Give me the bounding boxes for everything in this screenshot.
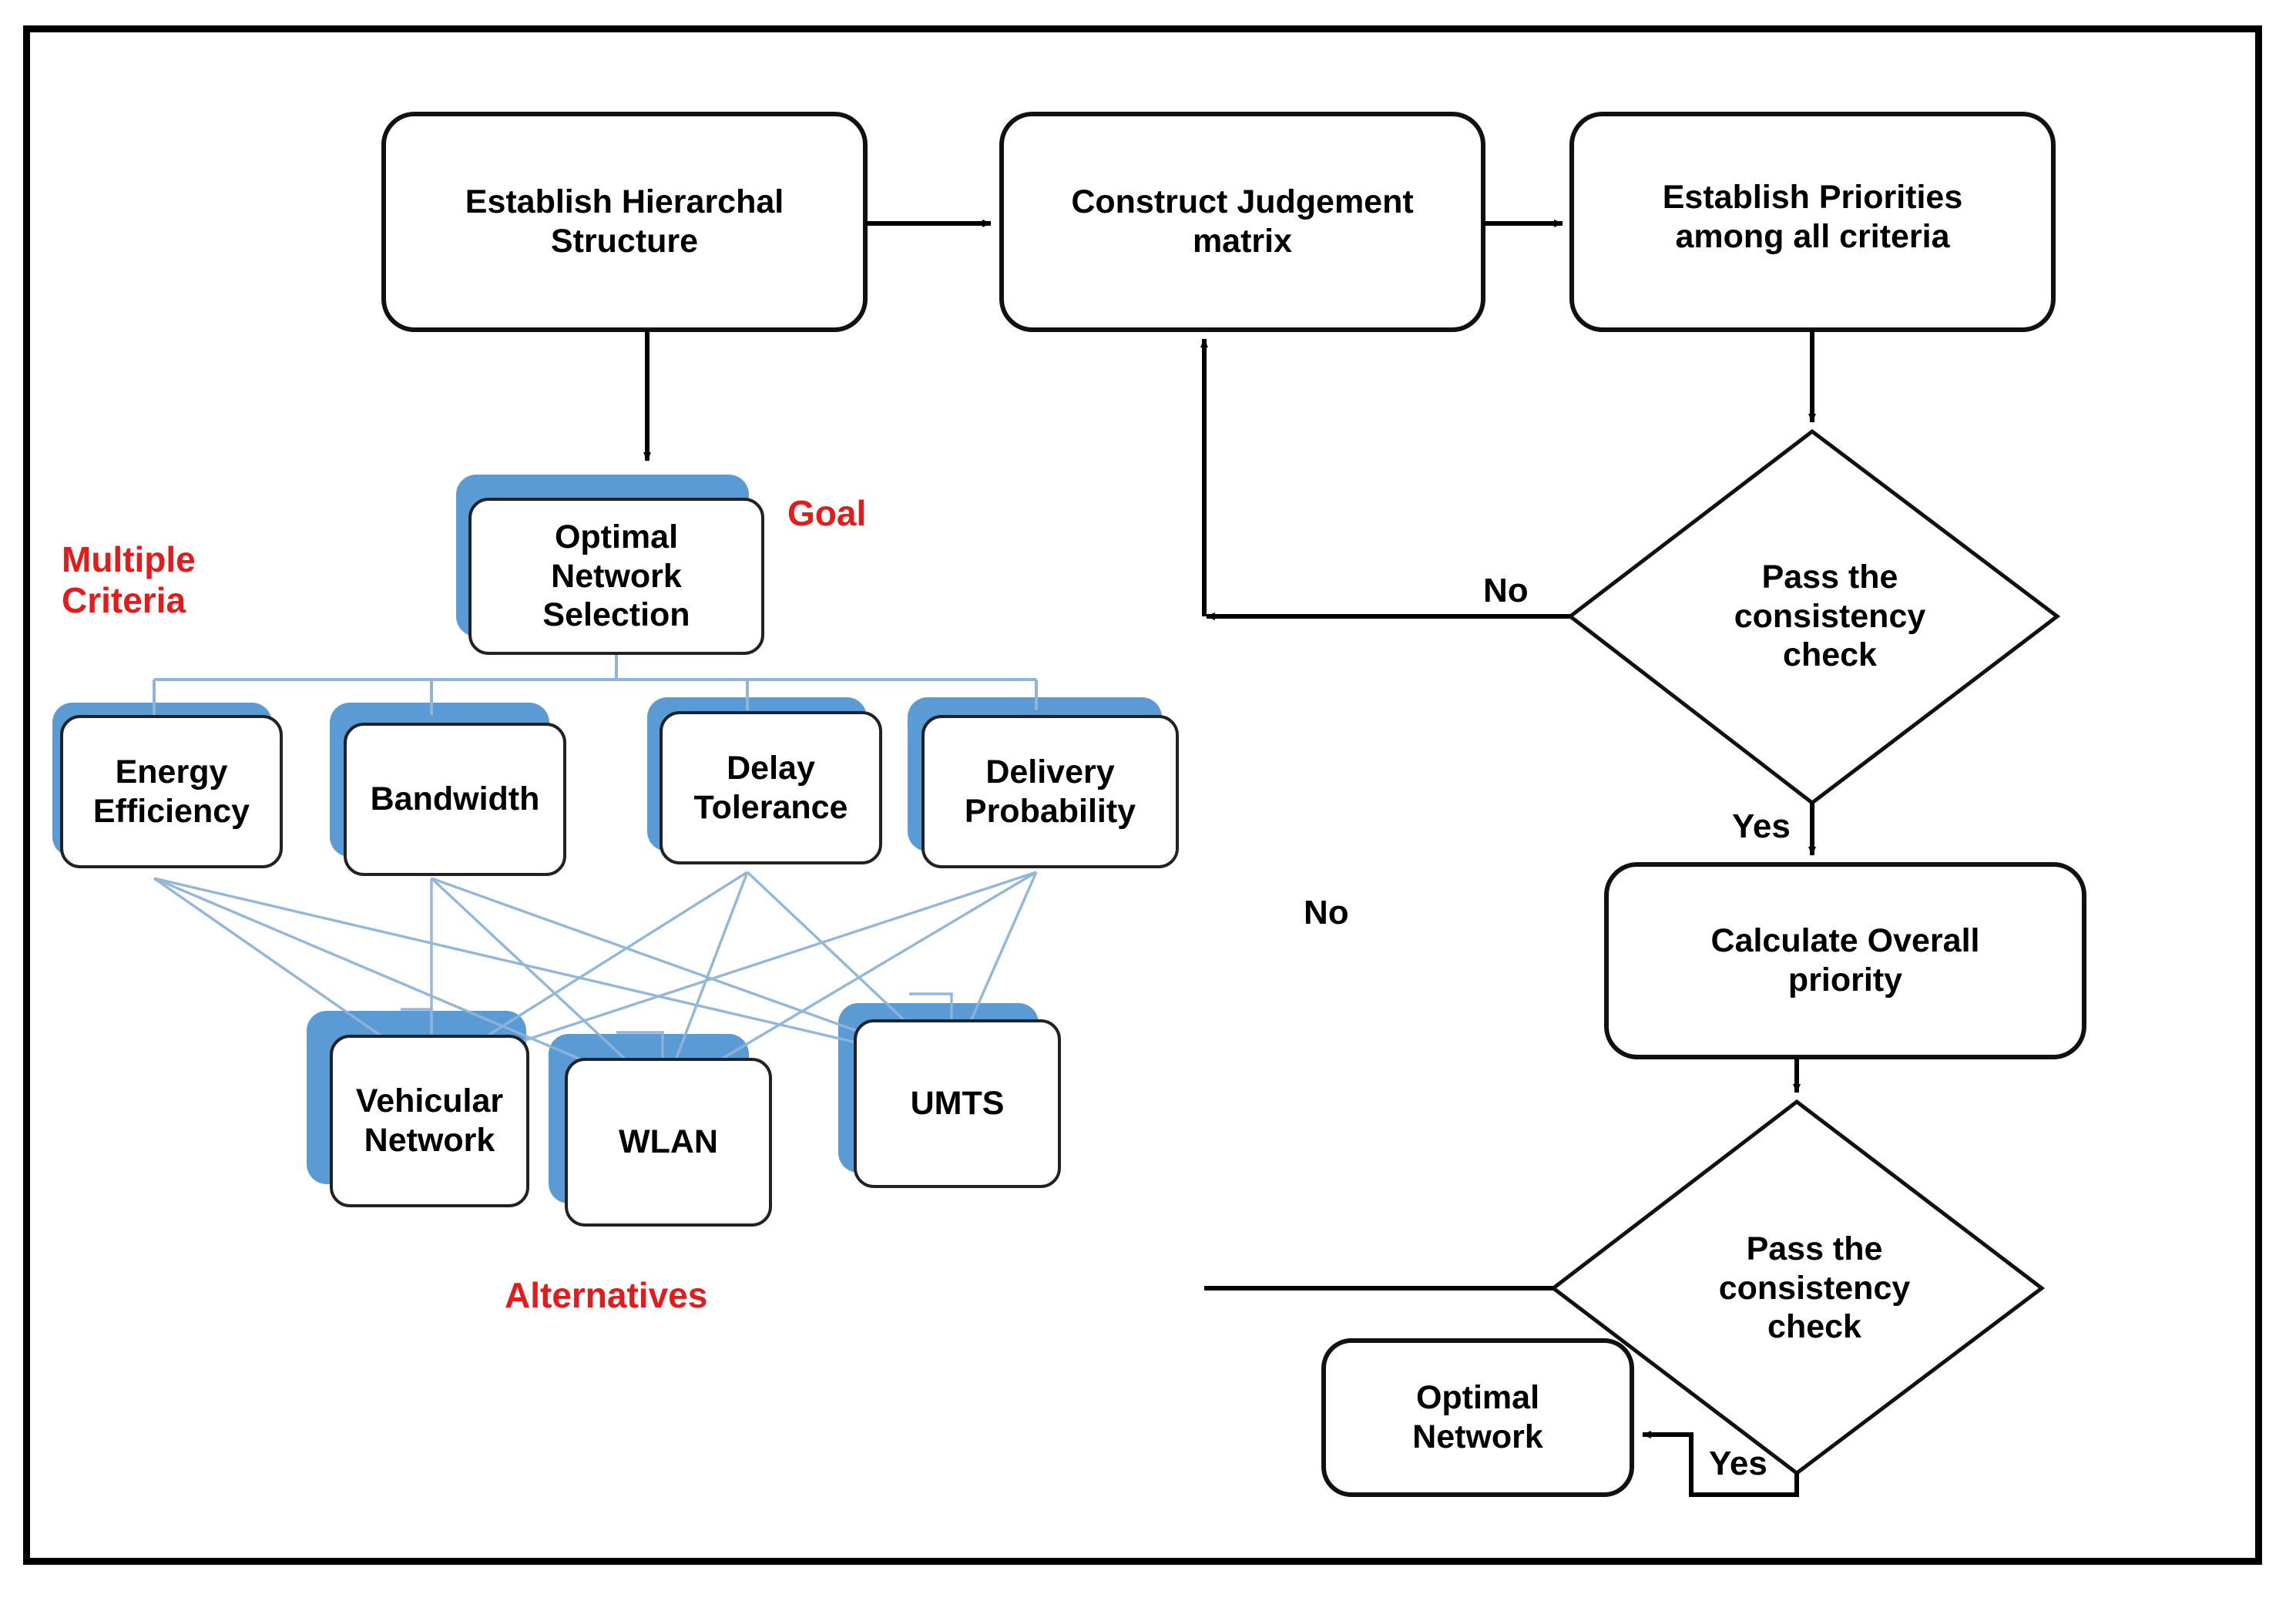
label-calculate-overall-priority: Calculate Overall priority <box>1710 922 1980 999</box>
label-wlan: WLAN <box>619 1123 718 1161</box>
box-wlan <box>565 1058 772 1227</box>
label-establish-priorities: Establish Priorities among all criteria <box>1662 179 1963 255</box>
edge-label-yes-1: Yes <box>1732 807 1791 845</box>
hierarchy-white-boxes <box>60 498 1179 1227</box>
edge-label-no-1: No <box>1483 572 1529 609</box>
goal-to-criteria-connectors <box>153 651 1038 715</box>
box-optimal-network-selection <box>468 498 764 655</box>
annotation-goal: Goal <box>787 493 867 533</box>
box-bandwidth <box>344 723 566 876</box>
label-bandwidth: Bandwidth <box>370 780 540 818</box>
label-optimal-network: Optimal Network <box>1412 1379 1543 1455</box>
box-calculate-overall-priority <box>1604 862 2086 1059</box>
label-construct-judgement-matrix: Construct Judgement matrix <box>1071 183 1414 260</box>
box-delay-tolerance <box>660 711 882 864</box>
label-delivery-probability: Delivery Probability <box>964 753 1136 830</box>
flow-white-boxes <box>381 112 2086 1497</box>
label-energy-efficiency: Energy Efficiency <box>92 753 250 830</box>
arrow-check2-yes-to-optimal <box>1642 1431 1799 1497</box>
box-energy-efficiency <box>60 715 283 868</box>
box-vehicular-network <box>330 1035 529 1207</box>
box-umts <box>854 1019 1061 1188</box>
label-consistency-check-2: Pass the consistency check <box>1718 1230 1911 1346</box>
box-optimal-network <box>1321 1338 1634 1497</box>
annotation-multiple-criteria: Multiple Criteria <box>62 539 196 620</box>
label-umts: UMTS <box>910 1085 1005 1123</box>
label-consistency-check-1: Pass the consistency check <box>1734 558 1926 674</box>
edge-label-yes-2: Yes <box>1709 1445 1767 1482</box>
flow-arrows <box>643 220 1816 1497</box>
annotation-alternatives: Alternatives <box>505 1275 708 1315</box>
label-establish-hierarchal-structure: Establish Hierarchal Structure <box>465 183 784 260</box>
label-delay-tolerance: Delay Tolerance <box>693 749 848 826</box>
edge-label-no-2: No <box>1304 894 1349 931</box>
label-vehicular-network: Vehicular Network <box>355 1082 504 1159</box>
box-delivery-probability <box>921 715 1179 868</box>
label-optimal-network-selection: Optimal Network Selection <box>542 518 690 634</box>
